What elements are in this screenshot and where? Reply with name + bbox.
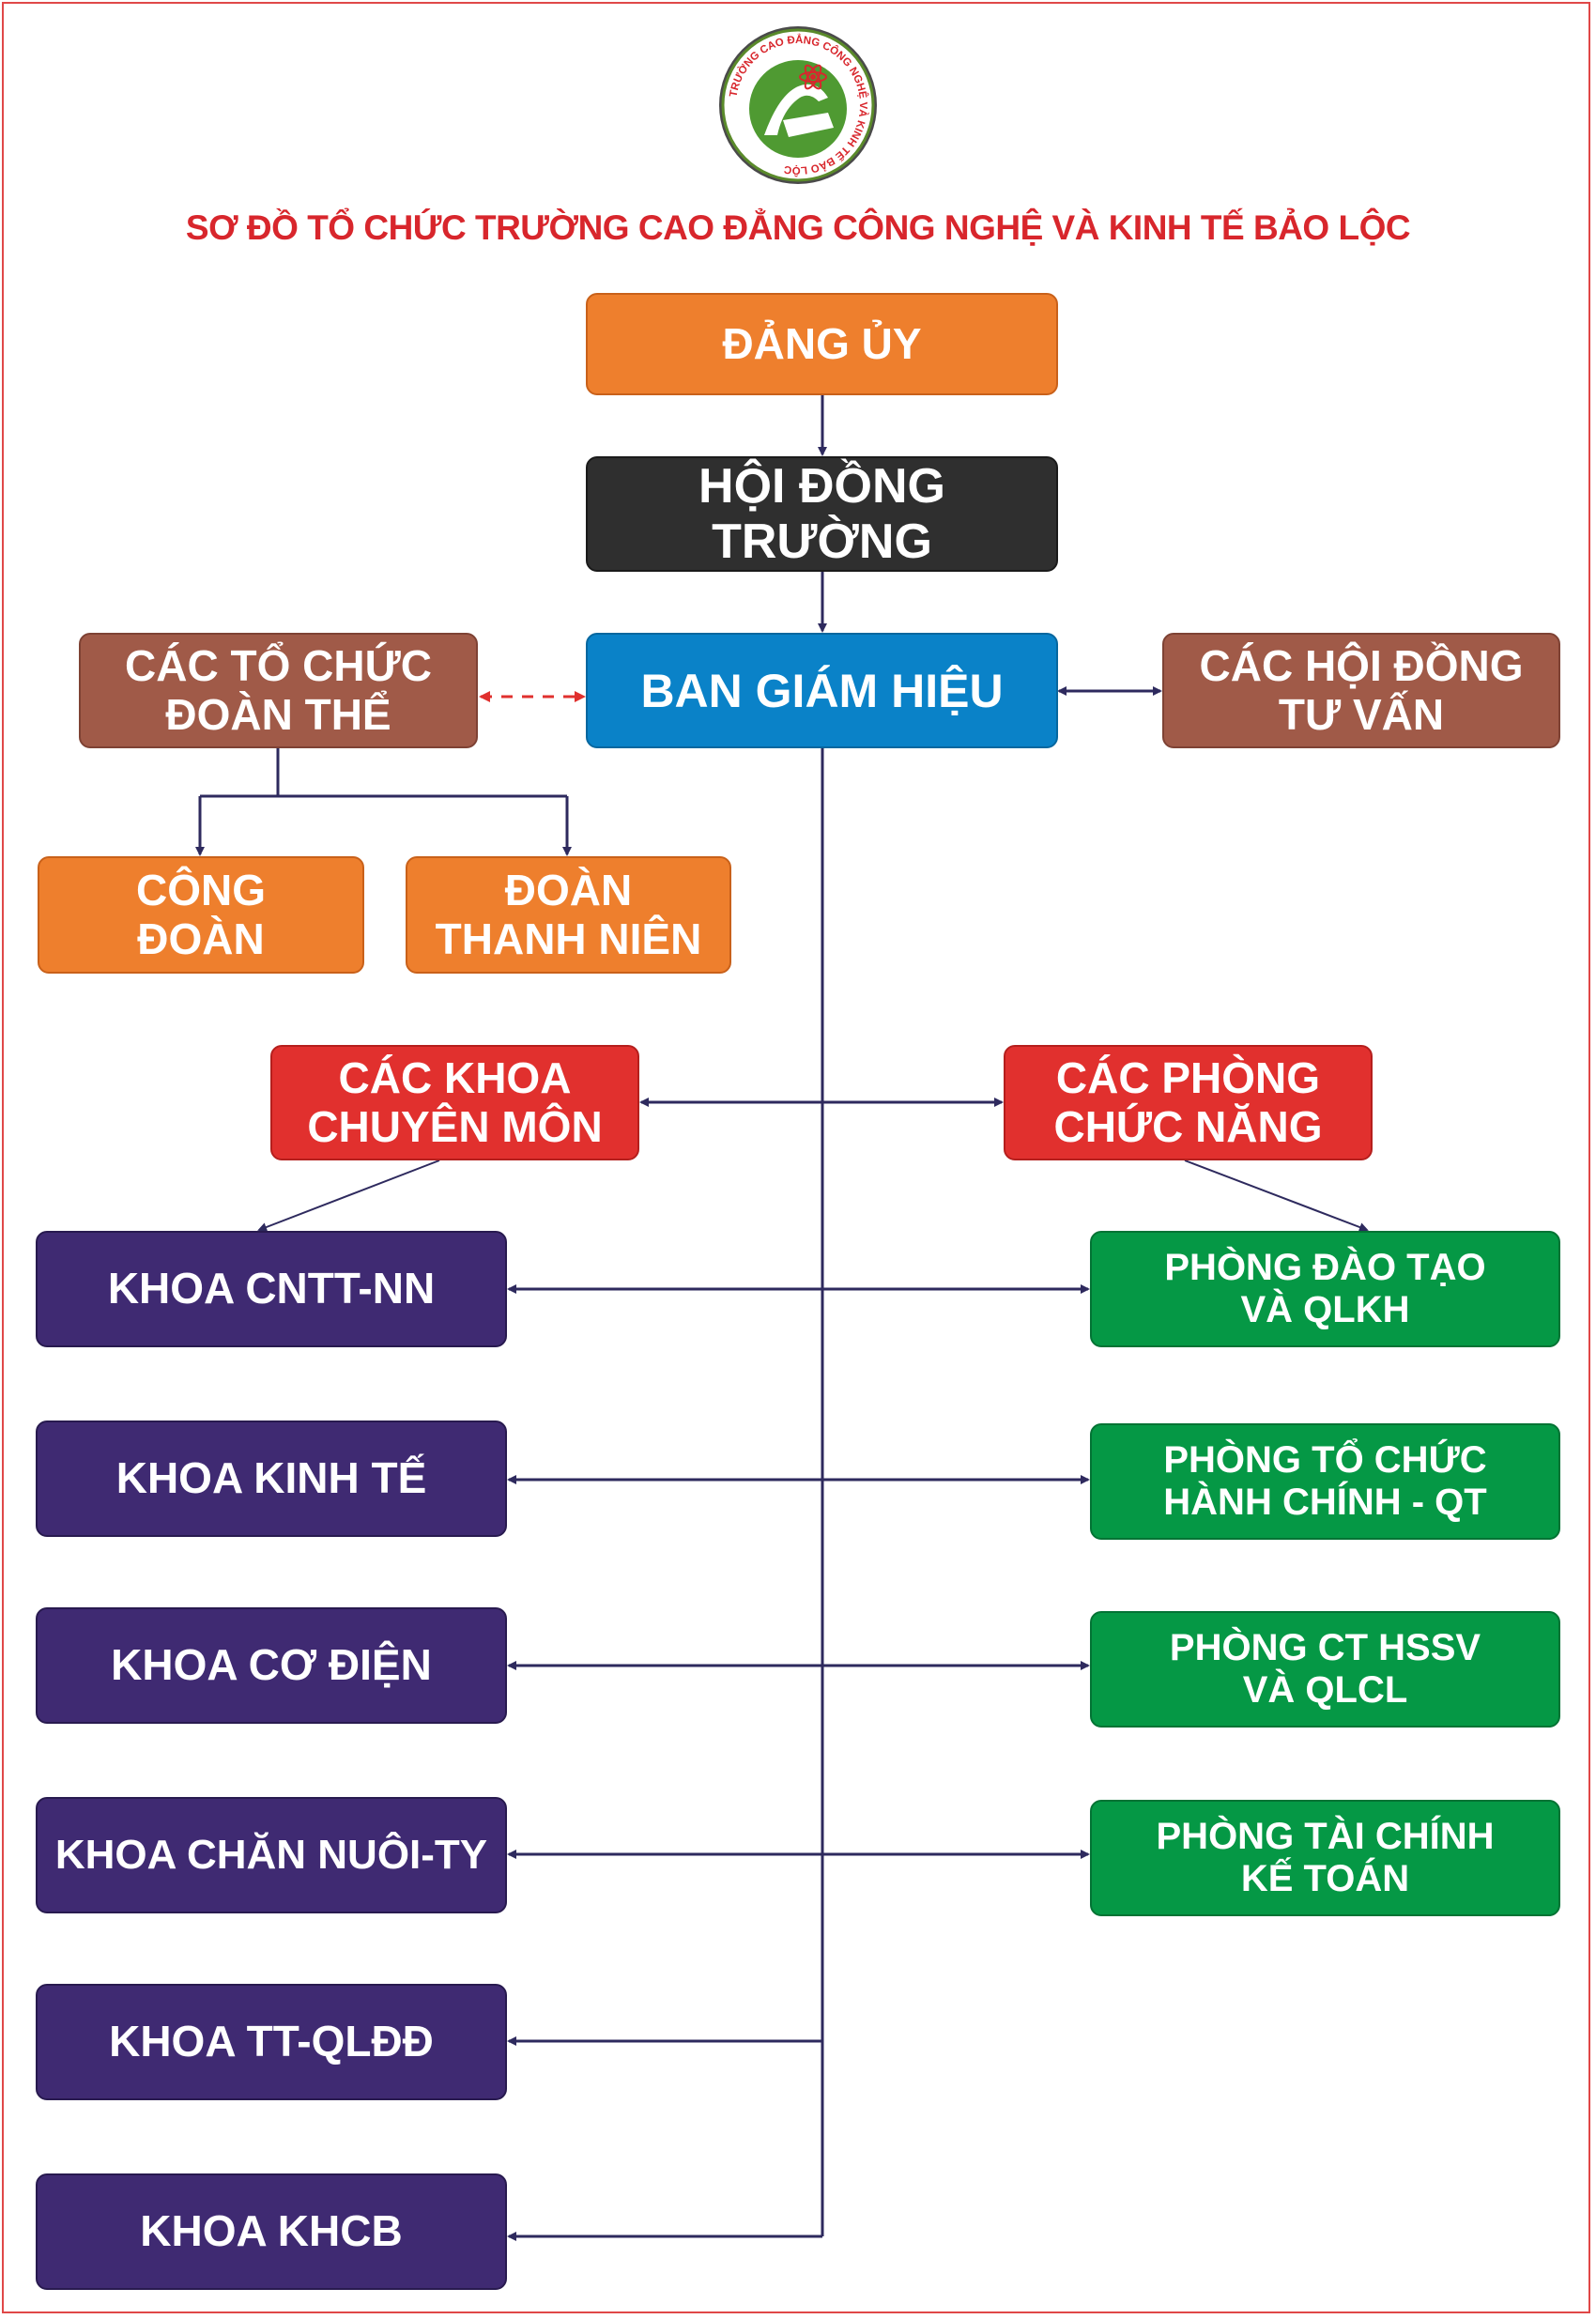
node-phong-chuc-nang: CÁC PHÒNG CHỨC NĂNG (1004, 1045, 1373, 1160)
node-phong: PHÒNG TỔ CHỨC HÀNH CHÍNH - QT (1090, 1423, 1560, 1540)
node-khoa: KHOA KHCB (36, 2173, 507, 2290)
node-cong-doan: CÔNG ĐOÀN (38, 856, 364, 974)
node-khoa: KHOA CHĂN NUÔI-TY (36, 1797, 507, 1913)
node-khoa: KHOA KINH TẾ (36, 1421, 507, 1537)
node-khoa: KHOA TT-QLĐĐ (36, 1984, 507, 2100)
school-logo: TRƯỜNG CAO ĐẲNG CÔNG NGHỆ VÀ KINH TẾ BẢO… (719, 26, 877, 184)
node-to-chuc-doan-the: CÁC TỔ CHỨC ĐOÀN THỂ (79, 633, 478, 748)
node-khoa: KHOA CNTT-NN (36, 1231, 507, 1347)
chart-title: SƠ ĐỒ TỔ CHỨC TRƯỜNG CAO ĐẲNG CÔNG NGHỆ … (185, 208, 1411, 247)
connector-khoa-first (257, 1160, 440, 1232)
node-khoa-chuyen-mon: CÁC KHOA CHUYÊN MÔN (270, 1045, 639, 1160)
node-khoa: KHOA CƠ ĐIỆN (36, 1607, 507, 1724)
node-dang-uy: ĐẢNG ỦY (586, 293, 1058, 395)
node-hoi-dong-tu-van: CÁC HỘI ĐỒNG TƯ VẤN (1162, 633, 1560, 748)
node-phong: PHÒNG TÀI CHÍNH KẾ TOÁN (1090, 1800, 1560, 1916)
node-phong: PHÒNG CT HSSV VÀ QLCL (1090, 1611, 1560, 1728)
node-doan-thanh-nien: ĐOÀN THANH NIÊN (406, 856, 731, 974)
atom-icon (799, 64, 827, 90)
node-hoi-dong-truong: HỘI ĐỒNG TRƯỜNG (586, 456, 1058, 572)
node-ban-giam-hieu: BAN GIÁM HIỆU (586, 633, 1058, 748)
node-phong: PHÒNG ĐÀO TẠO VÀ QLKH (1090, 1231, 1560, 1347)
connector-phong-first (1184, 1160, 1369, 1232)
